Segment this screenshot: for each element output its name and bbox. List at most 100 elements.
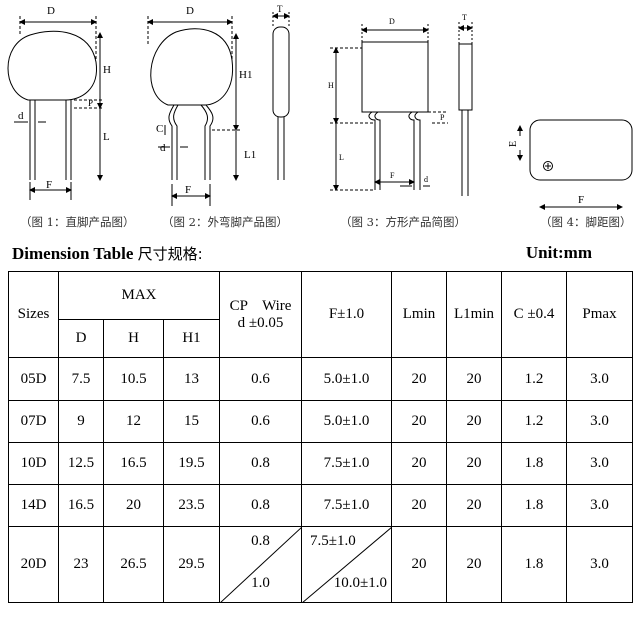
cell-size: 20D bbox=[8, 526, 59, 603]
cell-c: 1.8 bbox=[501, 526, 568, 603]
cell-h: 26.5 bbox=[103, 526, 164, 603]
cell-l1min: 20 bbox=[446, 400, 503, 443]
header-sizes: Sizes bbox=[8, 271, 59, 358]
cell-wire: 0.8 bbox=[219, 484, 303, 527]
cell-h1: 23.5 bbox=[162, 484, 221, 527]
header-lmin: Lmin bbox=[391, 271, 448, 358]
fig2-label-d: D bbox=[186, 5, 194, 17]
cell-f-a: 7.5±1.0 bbox=[310, 533, 356, 549]
fig2-caption: （图 2：外弯脚产品图） bbox=[162, 215, 288, 229]
cell-size: 14D bbox=[8, 484, 59, 527]
fig1-caption: （图 1：直脚产品图） bbox=[20, 215, 135, 229]
fig1-label-d: D bbox=[47, 5, 55, 17]
fig2-drawing bbox=[147, 12, 290, 206]
cell-wire-split: 0.8 1.0 bbox=[219, 526, 303, 603]
cell-f: 5.0±1.0 bbox=[301, 400, 393, 443]
component-drawings: D H P d L F D T H1 C d L1 F D T H P L F … bbox=[7, 4, 633, 210]
cell-lmin: 20 bbox=[391, 442, 448, 485]
header-c: C ±0.4 bbox=[501, 271, 568, 358]
diagonal-divider bbox=[302, 527, 393, 603]
figures-area: D H P d L F D T H1 C d L1 F D T H P L F … bbox=[0, 0, 641, 240]
title-en: Dimension Table bbox=[12, 244, 138, 263]
fig2-label-c: C bbox=[156, 123, 163, 135]
fig1-label-p: P bbox=[88, 98, 93, 108]
cell-pmax: 3.0 bbox=[566, 442, 634, 485]
table-row: 05D 7.5 10.5 13 0.6 5.0±1.0 20 20 1.2 3.… bbox=[8, 357, 634, 401]
fig1-drawing bbox=[7, 16, 104, 200]
cell-f: 5.0±1.0 bbox=[301, 357, 393, 401]
cell-pmax: 3.0 bbox=[566, 400, 634, 443]
header-h1: H1 bbox=[162, 319, 221, 358]
cell-d: 9 bbox=[58, 400, 104, 443]
cell-h1: 13 bbox=[162, 357, 221, 401]
fig4-caption: （图 4：脚距图） bbox=[540, 215, 632, 229]
fig3-label-p: P bbox=[440, 113, 445, 122]
cell-l1min: 20 bbox=[446, 484, 503, 527]
cell-f: 7.5±1.0 bbox=[301, 484, 393, 527]
fig1-label-wire-d: d bbox=[18, 110, 24, 122]
cell-d: 16.5 bbox=[58, 484, 104, 527]
cell-c: 1.2 bbox=[501, 357, 568, 401]
header-cp-line1: CP Wire bbox=[229, 297, 292, 314]
cell-pmax: 3.0 bbox=[566, 484, 634, 527]
cell-d: 12.5 bbox=[58, 442, 104, 485]
fig3-label-f: F bbox=[390, 171, 395, 180]
dimension-table-title-row: Dimension Table 尺寸规格: Unit:mm bbox=[12, 243, 632, 265]
fig3-drawing bbox=[330, 22, 473, 196]
unit-label: Unit:mm bbox=[525, 243, 592, 262]
cell-c: 1.8 bbox=[501, 484, 568, 527]
fig2-label-h1: H1 bbox=[239, 69, 252, 81]
fig3-label-wire-d: d bbox=[424, 175, 428, 184]
header-cp-line2: d ±0.05 bbox=[237, 314, 284, 331]
cell-d: 7.5 bbox=[58, 357, 104, 401]
cell-size: 05D bbox=[8, 357, 59, 401]
header-max: MAX bbox=[57, 271, 221, 320]
cell-size: 07D bbox=[8, 400, 59, 443]
cell-d: 23 bbox=[58, 526, 104, 603]
dimension-table-title: Dimension Table 尺寸规格: bbox=[12, 243, 203, 264]
fig3-label-h: H bbox=[328, 81, 334, 90]
fig4-label-e: E bbox=[508, 141, 519, 147]
cell-lmin: 20 bbox=[391, 484, 448, 527]
cell-h: 12 bbox=[103, 400, 164, 443]
fig2-label-l1: L1 bbox=[244, 149, 256, 161]
fig2-label-f: F bbox=[185, 184, 191, 196]
fig2-label-wire-d: d bbox=[160, 142, 166, 154]
cell-wire: 0.6 bbox=[219, 400, 303, 443]
cell-c: 1.8 bbox=[501, 442, 568, 485]
table-row: 07D 9 12 15 0.6 5.0±1.0 20 20 1.2 3.0 bbox=[8, 400, 634, 443]
cell-f-b: 10.0±1.0 bbox=[333, 575, 388, 591]
cell-l1min: 20 bbox=[446, 526, 503, 603]
fig4-drawing bbox=[517, 119, 633, 210]
cell-l1min: 20 bbox=[446, 442, 503, 485]
cell-lmin: 20 bbox=[391, 357, 448, 401]
fig1-label-f: F bbox=[46, 179, 52, 191]
cell-f-split: 7.5±1.0 10.0±1.0 bbox=[301, 526, 393, 603]
fig3-label-t: T bbox=[462, 13, 467, 22]
fig3-caption: （图 3：方形产品简图） bbox=[340, 215, 466, 229]
cell-h1: 19.5 bbox=[162, 442, 221, 485]
header-pmax: Pmax bbox=[566, 271, 634, 358]
cell-wire: 0.6 bbox=[219, 357, 303, 401]
cell-f: 7.5±1.0 bbox=[301, 442, 393, 485]
fig1-label-h: H bbox=[103, 64, 111, 76]
header-l1min: L1min bbox=[446, 271, 503, 358]
diagonal-divider bbox=[220, 527, 303, 603]
table-row: 20D 23 26.5 29.5 0.8 1.0 7.5±1.0 10.0±1.… bbox=[8, 526, 634, 603]
cell-h: 20 bbox=[103, 484, 164, 527]
cell-h1: 15 bbox=[162, 400, 221, 443]
cell-c: 1.2 bbox=[501, 400, 568, 443]
cell-wire: 0.8 bbox=[219, 442, 303, 485]
cell-lmin: 20 bbox=[391, 400, 448, 443]
cell-h: 10.5 bbox=[103, 357, 164, 401]
fig1-label-l: L bbox=[103, 131, 110, 143]
cell-h1: 29.5 bbox=[162, 526, 221, 603]
fig4-label-f: F bbox=[578, 194, 584, 206]
header-d: D bbox=[58, 319, 104, 358]
cell-pmax: 3.0 bbox=[566, 526, 634, 603]
cell-h: 16.5 bbox=[103, 442, 164, 485]
fig3-label-d: D bbox=[389, 17, 395, 26]
title-cn: 尺寸规格: bbox=[137, 245, 203, 263]
